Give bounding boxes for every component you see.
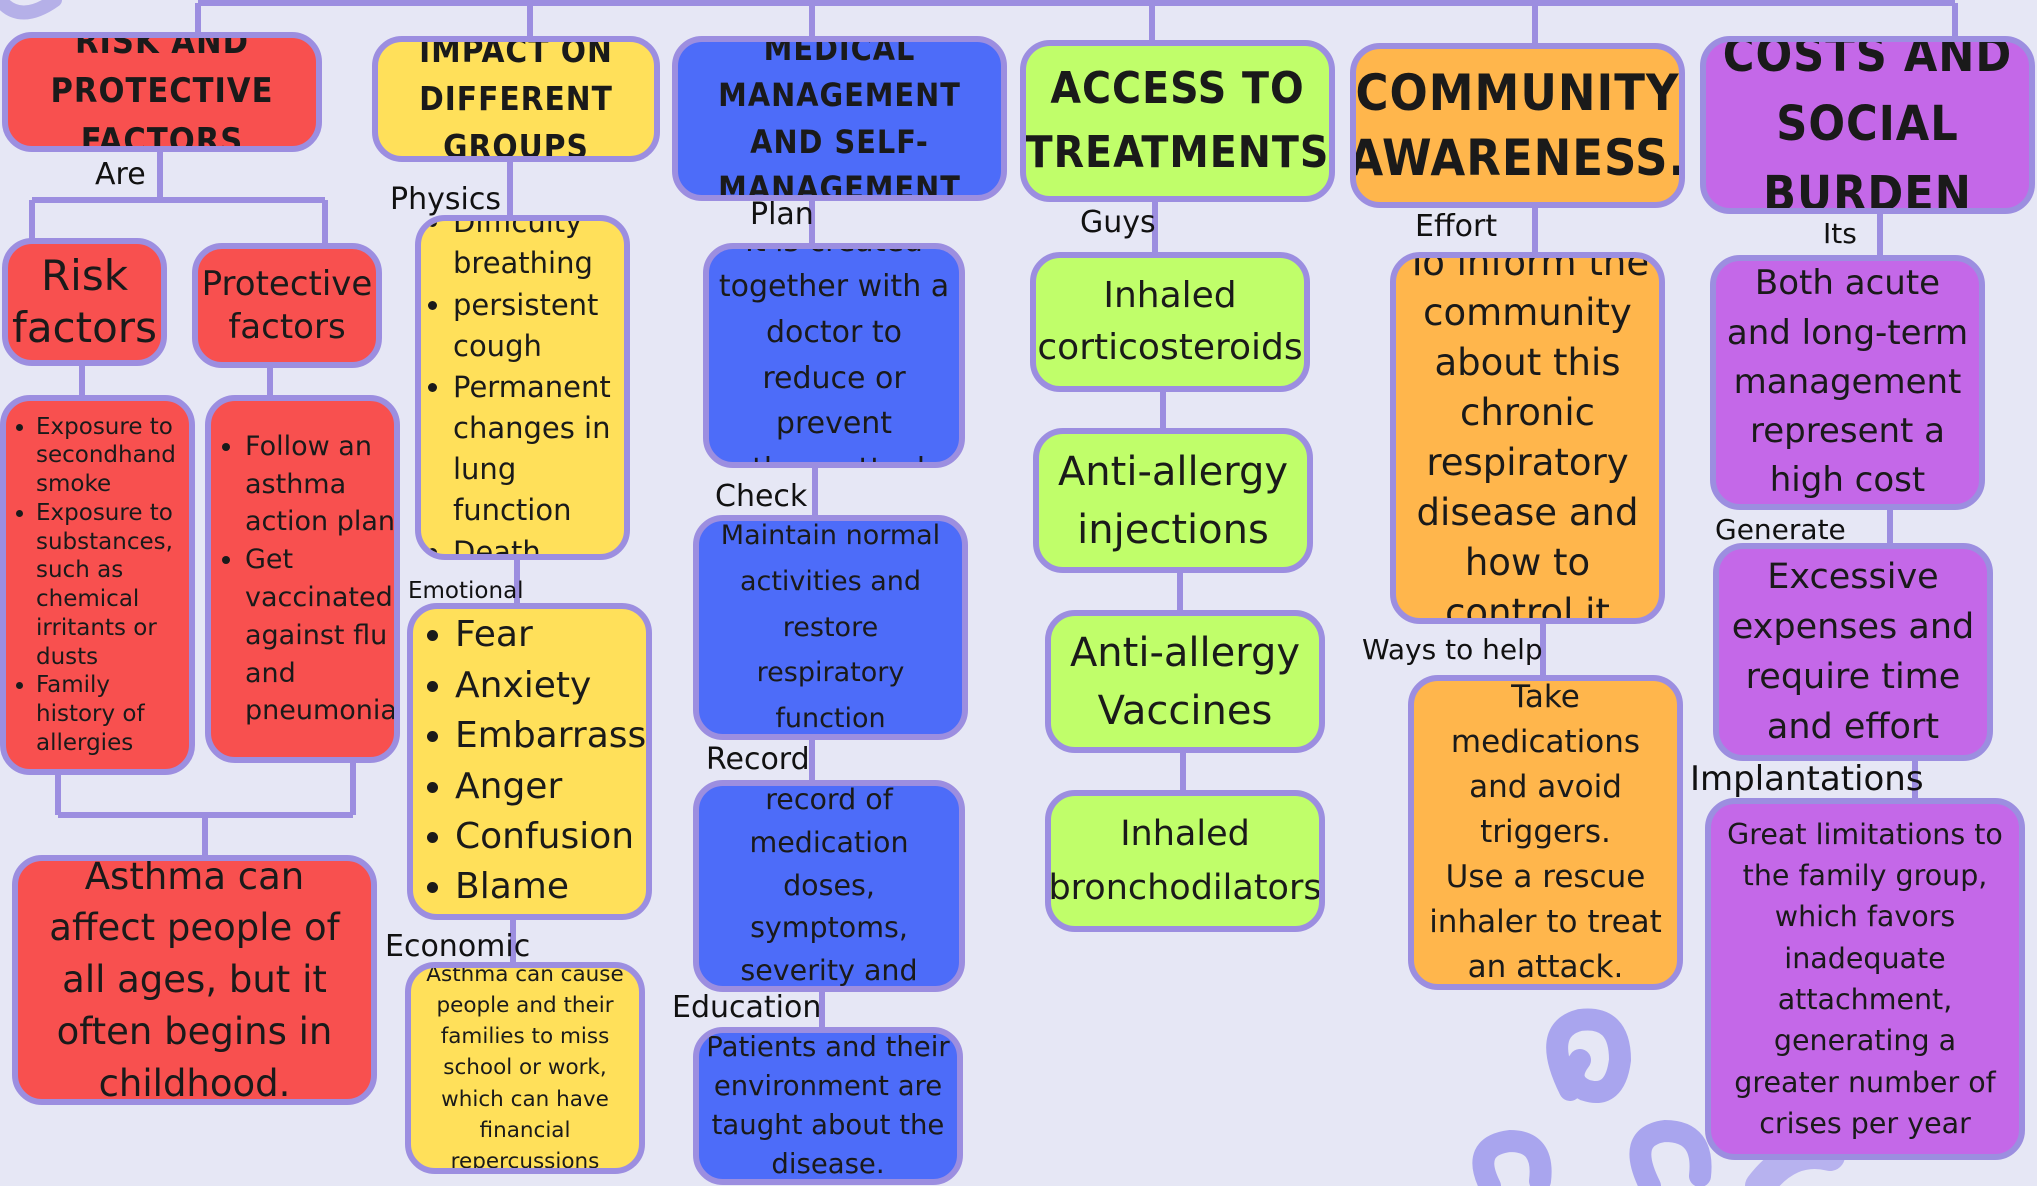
link-label-guys: Guys — [1080, 205, 1156, 240]
economic-effects-text: Asthma can cause people and their famili… — [426, 962, 624, 1174]
list-item: Difficulty breathing — [453, 221, 618, 285]
implantations-text: Great limitations to the family group, w… — [1727, 817, 2003, 1140]
list-item: Exposure to secondhand smoke — [36, 413, 183, 499]
link-label-check: Check — [715, 479, 808, 514]
check-node: Maintain normal activities and restore r… — [693, 515, 968, 740]
medical-management-title: MEDICAL MANAGEMENT AND SELF-MANAGEMENT — [718, 36, 961, 201]
ways-to-help-node: Take medications and avoid triggers. Use… — [1408, 675, 1683, 990]
treatment-inhaled-bronchodilators: Inhaled bronchodilators — [1045, 790, 1325, 932]
link-label-its: Its — [1823, 217, 1857, 250]
asthma-summary-node: Asthma can affect people of all ages, bu… — [12, 855, 377, 1105]
risk-protective-factors-title: RISK AND PROTECTIVE FACTORS — [50, 32, 274, 152]
plan-text: It is created together with a doctor to … — [718, 249, 950, 462]
its-text: Both acute and long-term management repr… — [1726, 263, 1969, 501]
link-label-generate: Generate — [1715, 513, 1846, 546]
link-label-are: Are — [95, 157, 146, 192]
risk-protective-factors-header: RISK AND PROTECTIVE FACTORS — [2, 32, 322, 152]
generate-node: Excessive expenses and require time and … — [1713, 543, 1993, 761]
list-item: Blame — [455, 862, 646, 912]
impact-groups-title: IMPACT ON DIFFERENT GROUPS — [419, 36, 613, 162]
link-label-plan: Plan — [750, 197, 814, 232]
list-item: Confusion — [455, 812, 646, 862]
list-item: Family history of allergies — [36, 671, 183, 757]
list-item: Embarrass — [455, 711, 646, 761]
list-item: Anxiety — [455, 661, 646, 711]
list-item: persistent cough — [453, 285, 618, 367]
community-awareness-header: COMMUNITY AWARENESS. — [1350, 43, 1685, 208]
risk-factors-list-box: Exposure to secondhand smoke Exposure to… — [0, 395, 195, 775]
community-awareness-title: COMMUNITY AWARENESS. — [1350, 63, 1685, 187]
access-treatments-header: ACCESS TO TREATMENTS — [1020, 40, 1335, 202]
effort-text: To inform the community about this chron… — [1405, 252, 1650, 624]
access-treatments-title: ACCESS TO TREATMENTS — [1025, 63, 1330, 178]
link-label-education: Education — [672, 990, 822, 1025]
protective-factors-node: Protective factors — [192, 243, 382, 368]
protective-factors-label: Protective factors — [201, 264, 373, 347]
treatment-label: Inhaled corticosteroids — [1037, 274, 1303, 368]
list-item: Anger — [455, 762, 646, 812]
treatment-label: Inhaled bronchodilators — [1048, 813, 1322, 908]
plan-node: It is created together with a doctor to … — [703, 243, 965, 468]
link-label-economic: Economic — [385, 929, 531, 964]
treatment-label: Anti-allergy injections — [1057, 448, 1289, 553]
link-label-effort: Effort — [1415, 209, 1498, 244]
link-label-implantations: Implantations — [1690, 759, 1924, 799]
economic-effects-node: Asthma can cause people and their famili… — [405, 962, 645, 1174]
education-text: Patients and their environment are taugh… — [706, 1030, 950, 1181]
emotional-effects-list: Fear Anxiety Embarrass Anger Confusion B… — [419, 610, 646, 912]
treatment-anti-allergy-vaccines: Anti-allergy Vaccines — [1045, 610, 1325, 753]
its-node: Both acute and long-term management repr… — [1710, 255, 1985, 510]
costs-burden-header: COSTS AND SOCIAL BURDEN — [1700, 36, 2035, 214]
physics-effects-list: Difficulty breathing persistent cough Pe… — [427, 221, 618, 554]
link-label-emotional: Emotional — [408, 578, 524, 604]
asthma-summary-text: Asthma can affect people of all ages, bu… — [49, 855, 340, 1105]
link-label-physics: Physics — [390, 182, 501, 217]
protective-factors-list-box: Follow an asthma action plan Get vaccina… — [205, 395, 400, 763]
emotional-effects-box: Fear Anxiety Embarrass Anger Confusion B… — [407, 603, 652, 920]
list-item: Death — [453, 532, 618, 554]
list-item: Exposure to substances, such as chemical… — [36, 499, 183, 672]
medical-management-header: MEDICAL MANAGEMENT AND SELF-MANAGEMENT — [672, 36, 1007, 201]
implantations-node: Great limitations to the family group, w… — [1705, 798, 2025, 1160]
link-label-record: Record — [706, 742, 810, 777]
risk-factors-node: Risk factors — [2, 238, 167, 366]
list-item: Get vaccinated against flu and pneumonia — [245, 541, 394, 730]
risk-factors-label: Risk factors — [12, 250, 157, 353]
risk-factors-list: Exposure to secondhand smoke Exposure to… — [12, 413, 183, 758]
ways-to-help-text: Take medications and avoid triggers. Use… — [1429, 679, 1662, 985]
treatment-anti-allergy-injections: Anti-allergy injections — [1033, 428, 1313, 573]
effort-node: To inform the community about this chron… — [1390, 252, 1665, 624]
record-node: You can keep a record of medication dose… — [693, 780, 965, 992]
check-text: Maintain normal activities and restore r… — [720, 519, 941, 735]
costs-burden-title: COSTS AND SOCIAL BURDEN — [1722, 36, 2013, 214]
record-text: You can keep a record of medication dose… — [740, 783, 918, 988]
list-item: Follow an asthma action plan — [245, 428, 394, 541]
treatment-inhaled-corticosteroids: Inhaled corticosteroids — [1030, 252, 1310, 392]
physics-effects-box: Difficulty breathing persistent cough Pe… — [415, 215, 630, 560]
link-label-ways-to-help: Ways to help — [1362, 633, 1543, 666]
list-item: Permanent changes in lung function — [453, 367, 618, 532]
list-item: Fear — [455, 610, 646, 660]
impact-groups-header: IMPACT ON DIFFERENT GROUPS — [372, 36, 660, 162]
protective-factors-list: Follow an asthma action plan Get vaccina… — [219, 428, 394, 730]
education-node: Patients and their environment are taugh… — [693, 1027, 963, 1185]
generate-text: Excessive expenses and require time and … — [1731, 556, 1975, 748]
treatment-label: Anti-allergy Vaccines — [1069, 629, 1301, 734]
